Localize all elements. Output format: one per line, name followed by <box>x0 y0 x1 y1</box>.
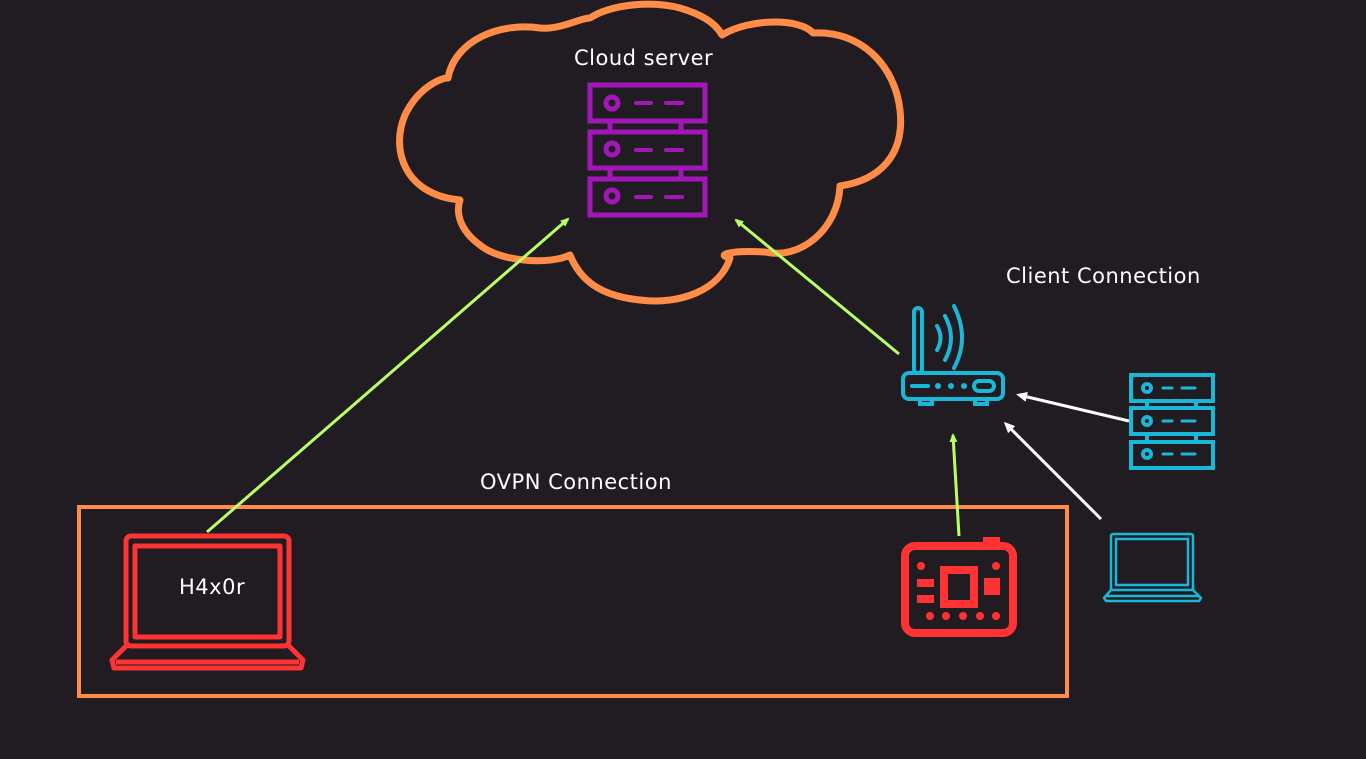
attacker-laptop-icon <box>109 533 306 671</box>
ovpn-connection-label: OVPN Connection <box>480 470 672 494</box>
ovpn-boundary <box>77 505 1069 698</box>
edge-implant-to-router <box>949 433 961 537</box>
cloud-server-label: Cloud server <box>574 46 714 70</box>
cloud-server-icon <box>587 82 708 218</box>
cloud-outline <box>396 0 905 305</box>
attacker-laptop-label: H4x0r <box>179 575 246 599</box>
client-connection-label: Client Connection <box>1006 264 1201 288</box>
edge-client-server-to-router <box>1016 391 1130 423</box>
edge-attacker-to-cloud <box>206 217 570 534</box>
router-leds <box>935 383 967 389</box>
client-server-icon <box>1129 373 1215 470</box>
wifi-router-icon <box>901 304 1005 406</box>
edge-client-laptop-to-router <box>1003 421 1103 521</box>
client-laptop-icon <box>1102 532 1203 603</box>
edge-router-to-cloud <box>734 218 900 356</box>
circuit-board-icon <box>901 537 1017 637</box>
